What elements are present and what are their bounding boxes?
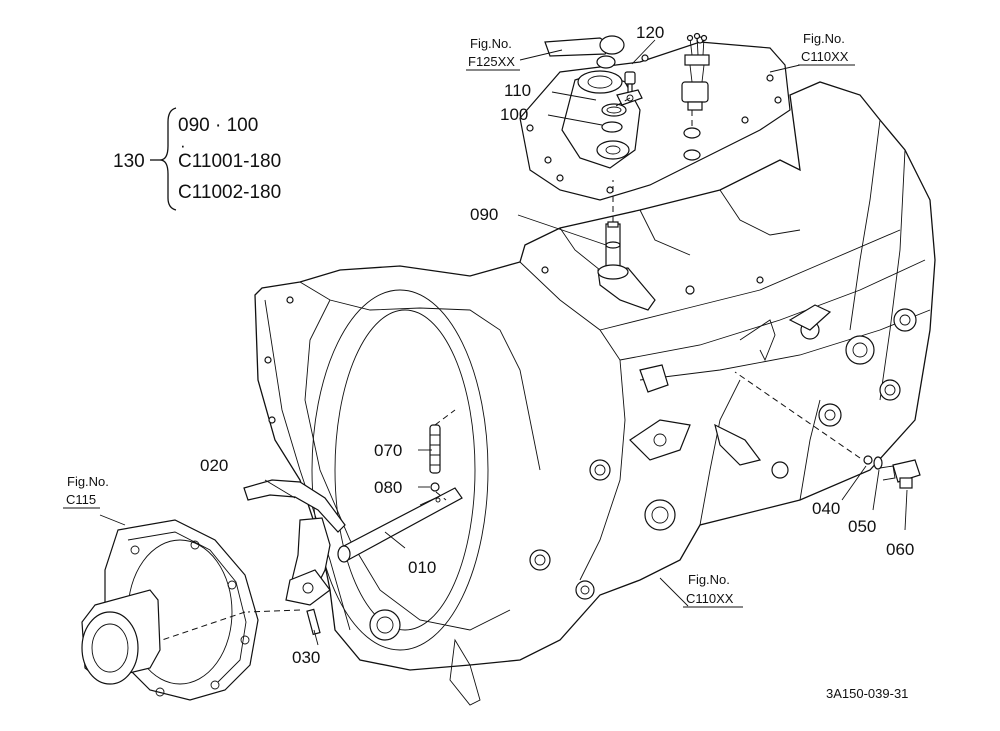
callout-030: 030 bbox=[292, 648, 320, 667]
rear-bearing-cover bbox=[81, 519, 259, 701]
group-label-130: 130 bbox=[113, 151, 145, 172]
transmission-housing bbox=[254, 81, 936, 706]
figref-c110xx-top: Fig.No. C110XX bbox=[798, 31, 855, 66]
figref-line2: C115 bbox=[66, 492, 96, 507]
callout-060: 060 bbox=[886, 540, 914, 559]
ball-040 bbox=[863, 455, 873, 465]
callout-070: 070 bbox=[374, 441, 402, 460]
callout-010: 010 bbox=[408, 558, 436, 577]
shift-fork-020 bbox=[243, 479, 346, 606]
callout-050: 050 bbox=[848, 517, 876, 536]
group-line-2: C11001-180 bbox=[178, 151, 281, 172]
group-line-3: C11002-180 bbox=[178, 182, 281, 203]
group-dot: · bbox=[180, 136, 186, 155]
figref-line1: Fig.No. bbox=[470, 36, 512, 51]
top-cover-bolts bbox=[526, 36, 782, 194]
figref-line1: Fig.No. bbox=[803, 31, 845, 46]
figref-line2: F125XX bbox=[468, 54, 515, 69]
fork-rod-010 bbox=[337, 487, 463, 563]
o-ring-110-inner bbox=[606, 106, 622, 114]
spring-pin-030 bbox=[247, 608, 321, 636]
washer-100 bbox=[601, 121, 623, 133]
callout-040: 040 bbox=[812, 499, 840, 518]
detent-ball-080 bbox=[430, 482, 440, 492]
figref-c110xx-bottom: Fig.No. C110XX bbox=[683, 572, 743, 608]
group-line-1: 090 · 100 bbox=[178, 115, 258, 136]
callout-100: 100 bbox=[500, 105, 528, 124]
leader-lines bbox=[99, 39, 908, 646]
shift-shaft-090 bbox=[597, 221, 656, 311]
bell-housing-inner-rim bbox=[334, 309, 476, 631]
callout-080: 080 bbox=[374, 478, 402, 497]
callout-120: 120 bbox=[636, 23, 664, 42]
o-ring-110 bbox=[601, 103, 627, 117]
figref-line2: C110XX bbox=[686, 591, 734, 606]
group-brace bbox=[159, 107, 177, 211]
figref-line1: Fig.No. bbox=[688, 572, 730, 587]
washer-050 bbox=[873, 456, 883, 470]
callout-110: 110 bbox=[504, 81, 531, 100]
neutral-switch bbox=[681, 32, 710, 161]
figref-c115: Fig.No. C115 bbox=[63, 474, 109, 509]
callout-090: 090 bbox=[470, 205, 498, 224]
figref-line2: C110XX bbox=[801, 49, 849, 64]
detent-spring-070 bbox=[429, 424, 441, 474]
plug-060 bbox=[879, 459, 921, 489]
internal-shift-parts bbox=[629, 304, 832, 479]
shift-lever-arm bbox=[544, 35, 625, 69]
figref-f125xx: Fig.No. F125XX bbox=[466, 36, 520, 71]
figref-line1: Fig.No. bbox=[67, 474, 109, 489]
housing-bolt-holes bbox=[264, 266, 917, 641]
bell-housing-opening bbox=[311, 289, 489, 651]
drawing-code: 3A150-039-31 bbox=[826, 686, 908, 701]
assembly-dashed-lines bbox=[161, 97, 861, 641]
callout-020: 020 bbox=[200, 456, 228, 475]
